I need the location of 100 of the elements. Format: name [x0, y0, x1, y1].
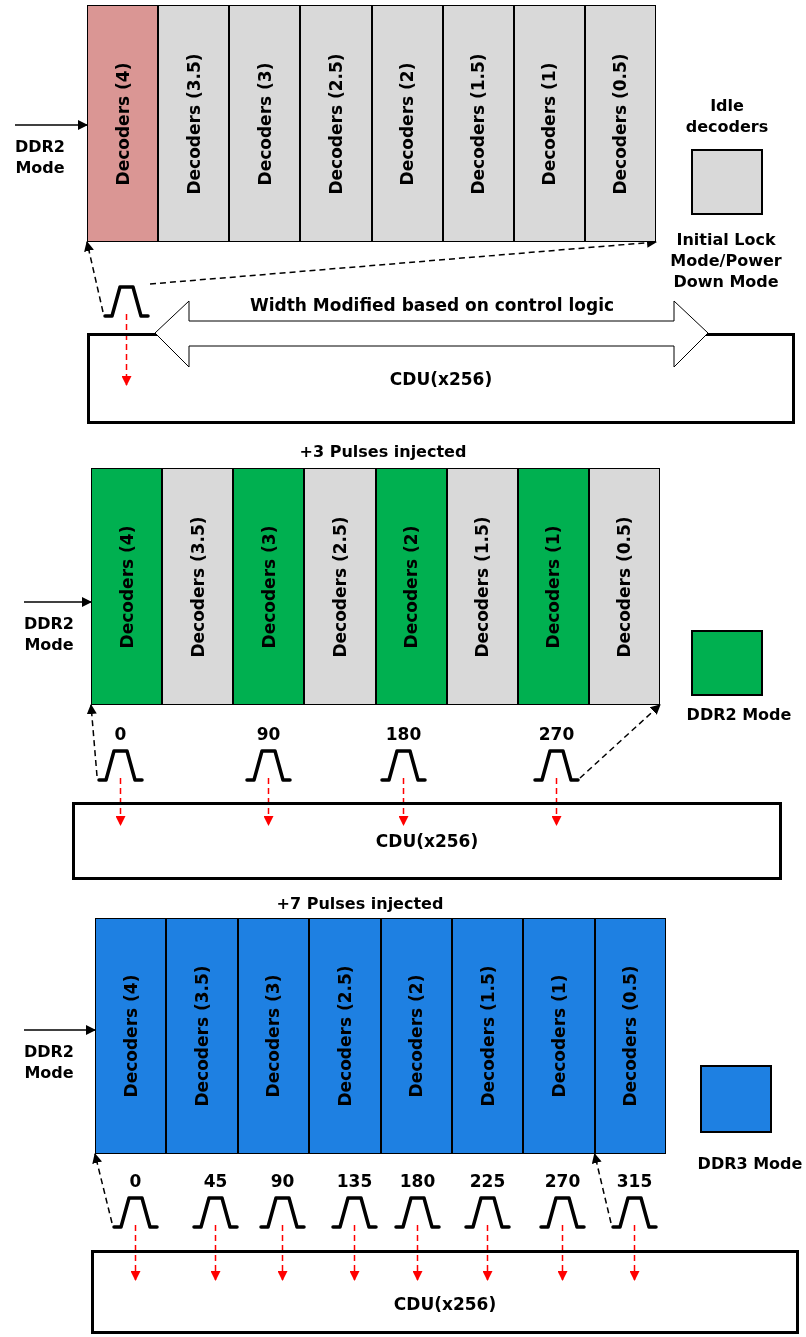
arrow — [23, 597, 92, 607]
block-label: CDU(x256) — [375, 831, 479, 851]
legend-label: DDR3 Mode — [696, 1153, 804, 1174]
decoder-column — [588, 468, 660, 705]
legend-label: DDR2 Mode — [685, 704, 793, 725]
decoder-label: Decoders (4) — [120, 974, 141, 1098]
arrow — [23, 1025, 96, 1035]
decoder-column — [300, 5, 372, 242]
arrow — [482, 1224, 493, 1281]
decoder-column — [375, 468, 447, 705]
decoder-column — [517, 468, 589, 705]
legend-label: Idle decoders — [684, 95, 770, 137]
arrow — [115, 777, 126, 826]
arrow — [210, 1224, 221, 1281]
decoder-column — [95, 918, 167, 1154]
pulse-icon — [464, 1195, 511, 1229]
arrow — [412, 1224, 423, 1281]
decoder-label: Decoders (1) — [539, 62, 560, 185]
arrow — [349, 1224, 360, 1281]
phase-label: 180 — [384, 724, 423, 745]
arrow — [629, 1224, 640, 1281]
phase-label: 180 — [398, 1171, 437, 1192]
phase-label: 270 — [543, 1171, 582, 1192]
arrow — [86, 704, 98, 777]
decoder-label: Decoders (1.5) — [468, 52, 489, 195]
phase-label: 90 — [269, 1171, 296, 1192]
decoder-label: Decoders (3.5) — [192, 965, 213, 1107]
pulse-icon — [380, 748, 427, 782]
decoder-label: Decoders (3.5) — [183, 52, 204, 195]
phase-label: 135 — [335, 1171, 374, 1192]
phase-label: 315 — [615, 1171, 654, 1192]
decoder-column — [446, 468, 518, 705]
panel-heading: +7 Pulses injected — [275, 893, 445, 914]
decoder-column — [91, 468, 163, 705]
arrow-label: Width Modified based on control logic — [249, 295, 615, 315]
pulse-icon — [192, 1195, 239, 1229]
phase-label: 270 — [537, 724, 576, 745]
decoder-column — [442, 5, 514, 242]
arrow — [579, 704, 661, 779]
decoder-column — [513, 5, 585, 242]
arrow — [277, 1224, 288, 1281]
arrow — [398, 777, 409, 826]
arrow — [551, 777, 562, 826]
arrow — [557, 1224, 568, 1281]
decoder-label: Decoders (1.5) — [477, 965, 498, 1107]
decoder-column — [584, 5, 656, 242]
decoder-column — [87, 5, 159, 242]
decoder-column — [229, 5, 301, 242]
decoder-label: Decoders (2) — [406, 974, 427, 1098]
decoder-label: Decoders (3) — [254, 62, 275, 185]
arrow — [84, 241, 104, 313]
block-label: CDU(x256) — [389, 368, 493, 389]
pulse-icon — [394, 1195, 441, 1229]
pulse-icon — [533, 748, 580, 782]
pulse-icon — [331, 1195, 378, 1229]
decoder-label: Decoders (0.5) — [614, 515, 635, 658]
pulse-icon — [97, 748, 144, 782]
arrow — [14, 120, 88, 130]
decoder-column — [162, 468, 234, 705]
pulse-icon — [611, 1195, 658, 1229]
arrow — [130, 1224, 141, 1281]
decoder-label: Decoders (3.5) — [187, 515, 208, 658]
pulse-icon — [112, 1195, 159, 1229]
decoder-column — [523, 918, 595, 1154]
decoder-label: Decoders (0.5) — [610, 52, 631, 195]
pulse-icon — [539, 1195, 586, 1229]
decoder-column — [451, 918, 524, 1154]
cdu-block — [91, 1250, 799, 1334]
arrow — [92, 1153, 113, 1224]
decoder-label: Decoders (2.5) — [334, 965, 355, 1107]
panel-heading: +3 Pulses injected — [298, 441, 468, 462]
decoder-label: Decoders (1) — [548, 974, 569, 1098]
decoder-label: Decoders (4) — [112, 62, 133, 185]
decoder-column — [166, 918, 238, 1154]
decoder-column — [304, 468, 376, 705]
decoder-label: Decoders (2) — [401, 525, 422, 648]
block-label: CDU(x256) — [393, 1294, 497, 1314]
decoder-column — [309, 918, 381, 1154]
decoder-column — [237, 918, 310, 1154]
double-arrow-shape — [155, 294, 709, 368]
decoder-label: Decoders (1) — [543, 525, 564, 648]
arrow — [591, 1153, 612, 1224]
decoder-label: Decoders (3) — [263, 974, 284, 1098]
arrow — [121, 313, 132, 386]
pulse-icon — [245, 748, 292, 782]
decoder-label: Decoders (2) — [397, 62, 418, 185]
arrow — [263, 777, 274, 826]
phase-label: 225 — [468, 1171, 507, 1192]
cdu-block — [72, 802, 782, 880]
phase-label: 90 — [255, 724, 282, 745]
decoder-column — [594, 918, 666, 1154]
phase-label: 0 — [128, 1171, 143, 1192]
decoder-column — [380, 918, 452, 1154]
decoder-label: Decoders (2.5) — [329, 515, 350, 658]
decoder-label: Decoders (0.5) — [620, 965, 641, 1107]
decoder-label: Decoders (3) — [258, 525, 279, 648]
decoder-label: Decoders (1.5) — [472, 515, 493, 658]
phase-label: 45 — [202, 1171, 229, 1192]
decoder-label: Decoders (2.5) — [325, 52, 346, 195]
decoder-column — [371, 5, 443, 242]
